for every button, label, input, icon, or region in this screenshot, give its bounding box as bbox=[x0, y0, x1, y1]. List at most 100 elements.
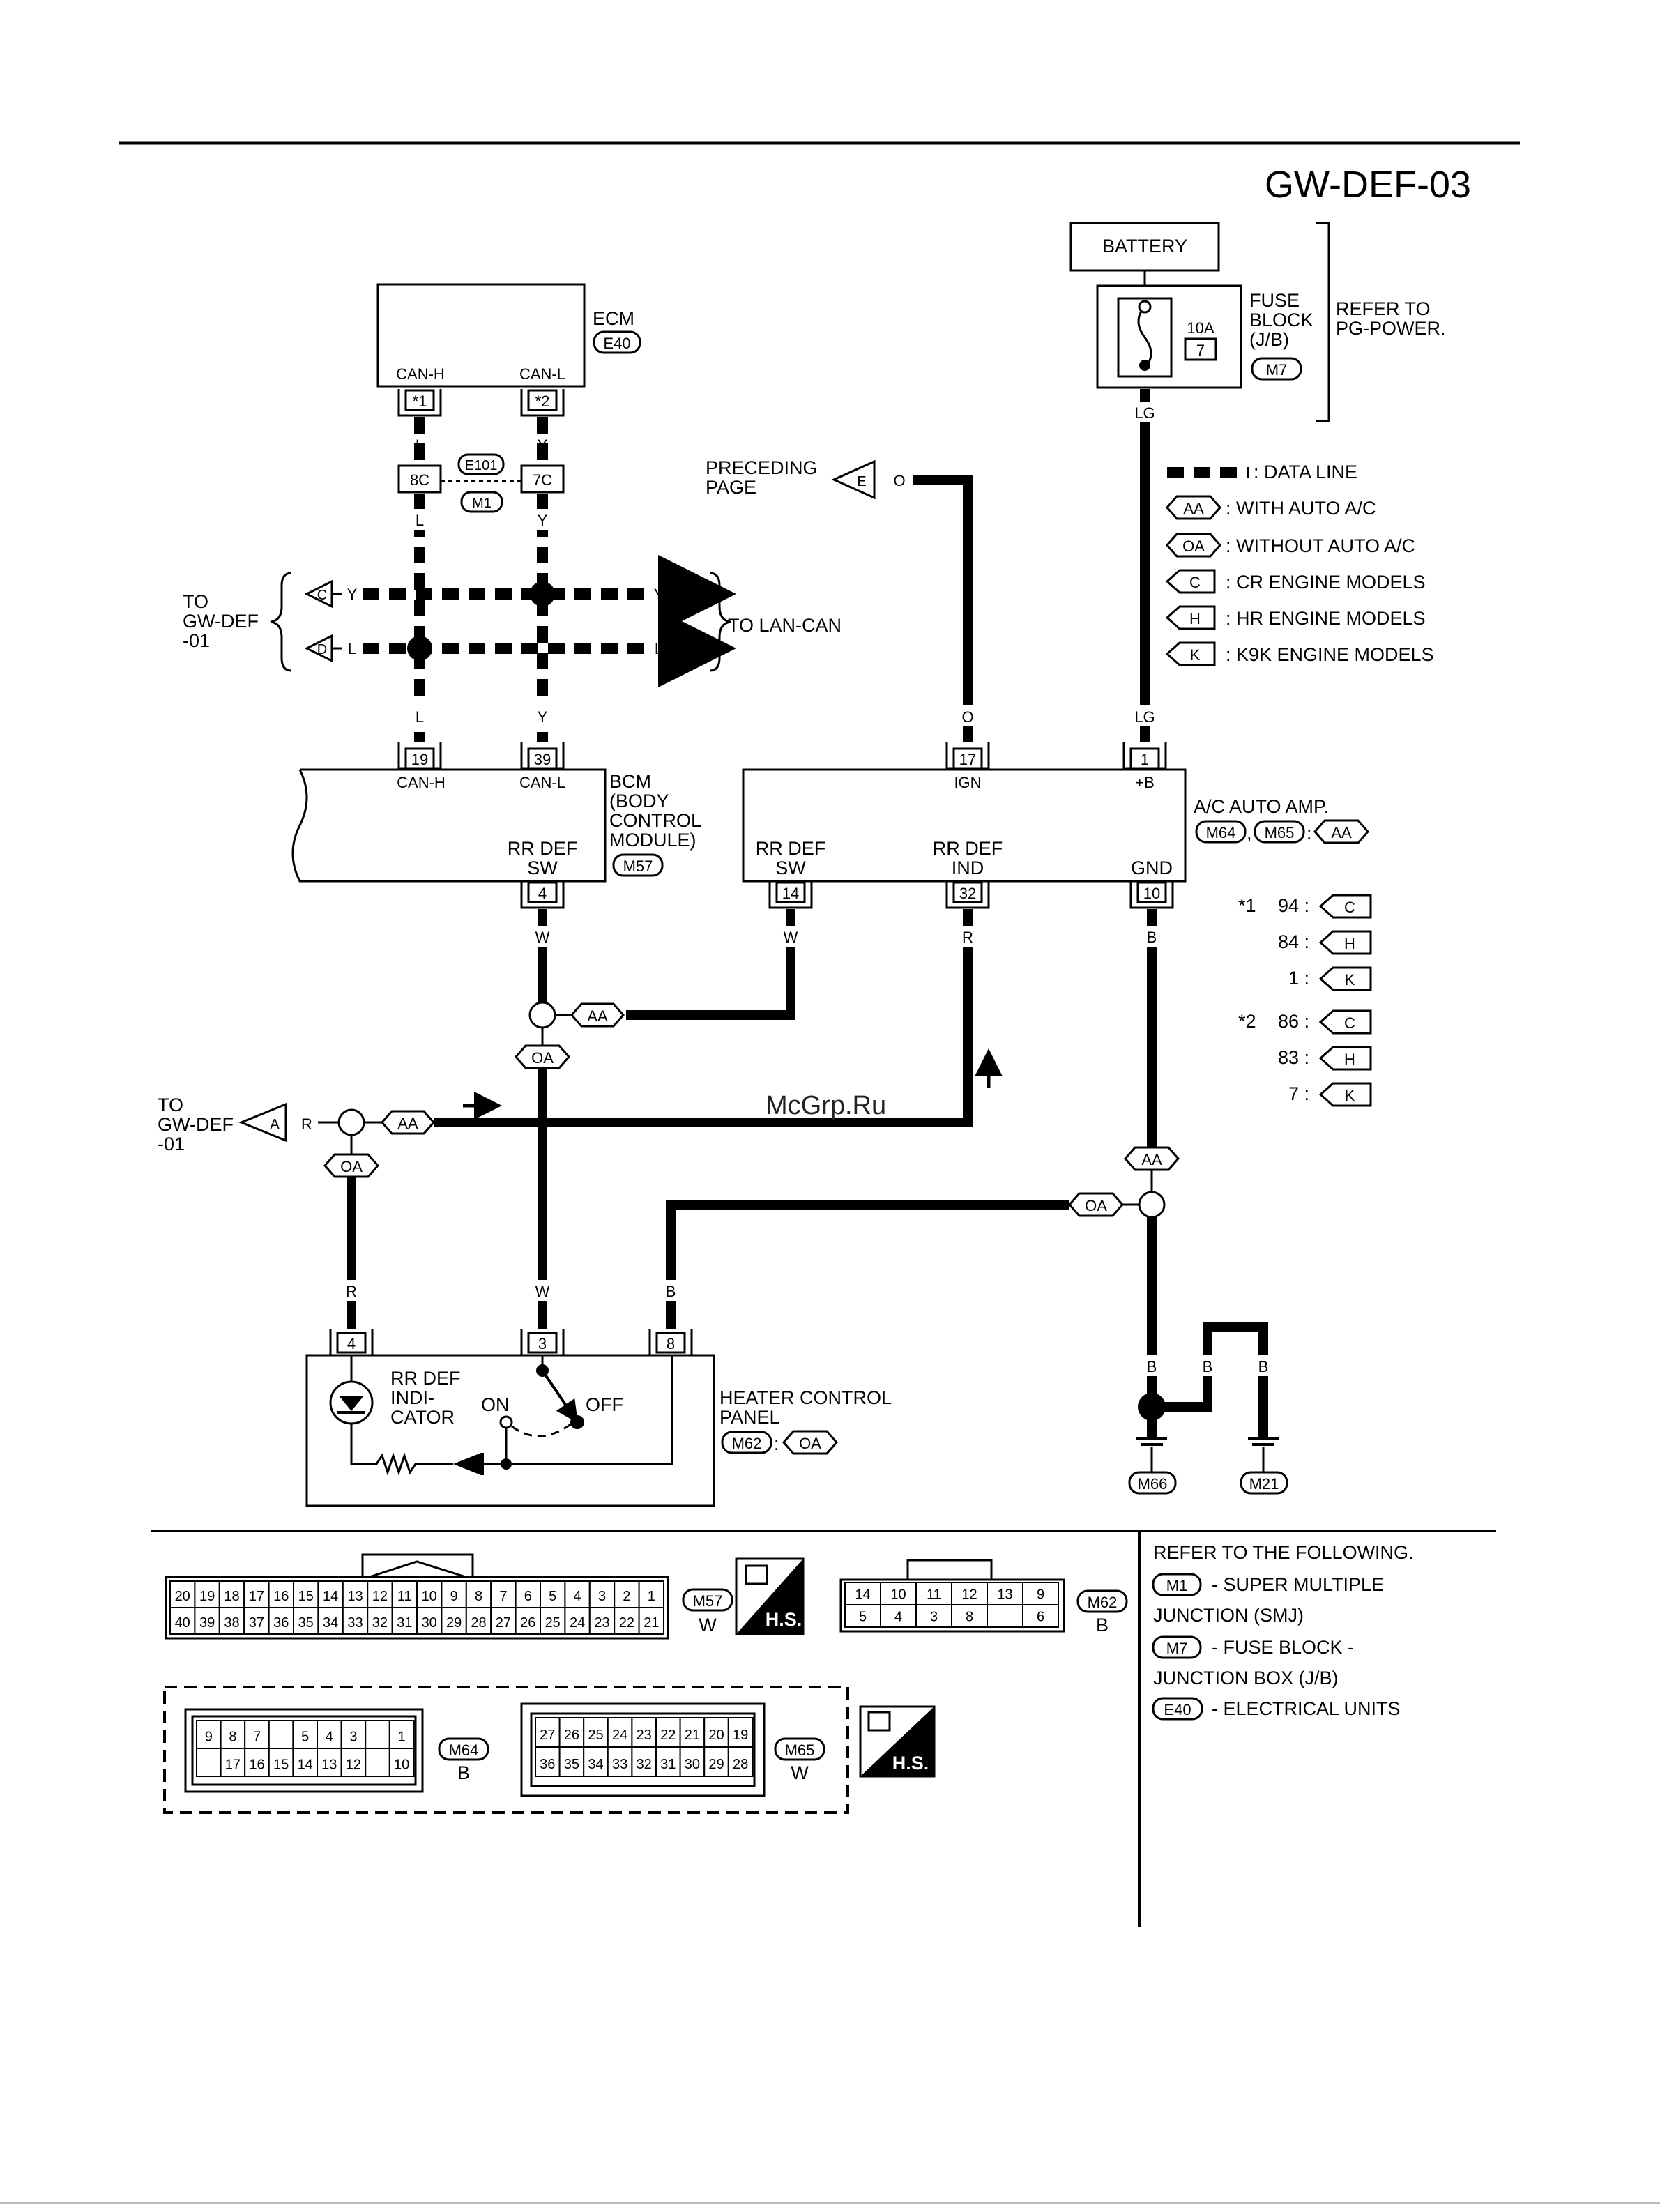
svg-text:14: 14 bbox=[782, 885, 799, 902]
m57-pin-number: 3 bbox=[598, 1589, 606, 1604]
svg-text:W: W bbox=[791, 1762, 809, 1783]
svg-text:*1: *1 bbox=[413, 392, 427, 410]
m57-cavity bbox=[268, 1580, 295, 1608]
heater-pin-3: 3 bbox=[520, 1329, 565, 1357]
m57-cavity bbox=[638, 1580, 664, 1608]
amp-rrdef-sw-2: SW bbox=[775, 857, 806, 878]
m65-pin-number: 36 bbox=[540, 1757, 555, 1772]
svg-text:M64: M64 bbox=[449, 1741, 479, 1759]
svg-text:E40: E40 bbox=[603, 335, 630, 352]
bcm-name-2: (BODY bbox=[609, 791, 669, 811]
m65-cavity bbox=[558, 1717, 585, 1748]
svg-text:: DATA LINE: : DATA LINE bbox=[1254, 462, 1357, 482]
m62-cavity bbox=[987, 1604, 1023, 1628]
amp-rrdef-ind-2: IND bbox=[952, 857, 984, 878]
m64-pin-number: 15 bbox=[273, 1757, 289, 1773]
m57-pin-number: 36 bbox=[273, 1615, 289, 1631]
legend-tag-c: C bbox=[1165, 569, 1216, 594]
connector-m62-tag: M62 B bbox=[1076, 1589, 1128, 1635]
m64-pin-number: 9 bbox=[205, 1730, 213, 1745]
m65-cavity bbox=[558, 1746, 585, 1777]
variant-tag-aa-gnd: AA bbox=[1124, 1146, 1180, 1171]
svg-text:K: K bbox=[1345, 1087, 1355, 1104]
m62-pin-number: 9 bbox=[1037, 1587, 1044, 1603]
svg-text:OA: OA bbox=[1085, 1197, 1107, 1214]
fuse-block-connector-tag: M7 bbox=[1251, 357, 1302, 381]
svg-text:REFER TO THE FOLLOWING.: REFER TO THE FOLLOWING. bbox=[1153, 1542, 1414, 1563]
battery-label: BATTERY bbox=[1102, 236, 1187, 257]
m62-cavity bbox=[915, 1604, 952, 1628]
m57-pin-number: 7 bbox=[499, 1589, 507, 1604]
svg-text:AA: AA bbox=[587, 1007, 608, 1025]
m64-pin-number: 7 bbox=[253, 1730, 261, 1745]
m65-cavity bbox=[727, 1746, 754, 1777]
svg-text:: WITHOUT AUTO A/C: : WITHOUT AUTO A/C bbox=[1226, 535, 1415, 556]
svg-text:M57: M57 bbox=[693, 1592, 723, 1610]
svg-text:C: C bbox=[1344, 1014, 1355, 1032]
splice-can-l bbox=[530, 581, 555, 607]
m57-pin-number: 12 bbox=[372, 1589, 388, 1604]
m57-pin-number: 26 bbox=[520, 1615, 535, 1631]
m57-pin-number: 2 bbox=[623, 1589, 630, 1604]
connector-m64-tag: M64 B bbox=[438, 1737, 489, 1783]
m65-pin-number: 19 bbox=[733, 1727, 748, 1743]
svg-text:W: W bbox=[699, 1615, 717, 1635]
heater-name-1: HEATER CONTROL bbox=[719, 1387, 892, 1408]
m64-pin-number: 4 bbox=[326, 1730, 333, 1745]
joint-pin-8c: 8C bbox=[397, 464, 442, 494]
svg-text:84 :: 84 : bbox=[1278, 931, 1309, 952]
wire-w-amp bbox=[626, 909, 795, 1020]
offpage-tag-e: E bbox=[831, 459, 876, 500]
offpage-tag-a: A bbox=[238, 1102, 287, 1143]
m57-pin-number: 28 bbox=[471, 1615, 486, 1631]
svg-text:3: 3 bbox=[538, 1335, 547, 1352]
m64-pin-number: 8 bbox=[229, 1730, 236, 1745]
m57-pin-number: 10 bbox=[422, 1589, 437, 1604]
m57-pin-number: 29 bbox=[446, 1615, 462, 1631]
bcm-canh-label: CAN-H bbox=[397, 774, 446, 791]
svg-text:M1: M1 bbox=[1166, 1577, 1188, 1594]
refer-power-2: PG-POWER. bbox=[1336, 318, 1446, 339]
m65-pin-number: 34 bbox=[588, 1757, 603, 1772]
svg-text:: CR ENGINE MODELS: : CR ENGINE MODELS bbox=[1226, 572, 1426, 593]
m62-pin-number: 4 bbox=[894, 1610, 902, 1625]
m65-pin-number: 23 bbox=[637, 1727, 652, 1743]
svg-text:7C: 7C bbox=[533, 471, 552, 489]
heater-label-rrdef: RR DEF bbox=[390, 1368, 461, 1389]
refer-power-bracket bbox=[1316, 222, 1330, 422]
wire-label-y4: Y bbox=[347, 586, 358, 603]
wire-label-w3: W bbox=[535, 1283, 550, 1300]
m64-cavity bbox=[388, 1720, 415, 1749]
brace-to-lancan bbox=[709, 572, 731, 672]
amp-pin-14: 14 bbox=[768, 881, 813, 909]
m57-cavity bbox=[588, 1580, 616, 1608]
bcm-pin-4: 4 bbox=[520, 881, 565, 909]
joint-pin-7c: 7C bbox=[520, 464, 565, 494]
m57-pin-number: 6 bbox=[524, 1589, 532, 1604]
m65-cavity bbox=[727, 1717, 754, 1748]
m64-cavity bbox=[365, 1748, 390, 1777]
wire-o bbox=[913, 475, 973, 742]
m65-cavity bbox=[679, 1717, 706, 1748]
svg-text:D: D bbox=[317, 642, 327, 657]
battery-box bbox=[1069, 222, 1220, 272]
svg-text:- ELECTRICAL UNITS: - ELECTRICAL UNITS bbox=[1212, 1698, 1401, 1719]
legend-tag-k: K bbox=[1165, 641, 1216, 666]
m65-pin-number: 27 bbox=[540, 1727, 555, 1743]
m62-pin-number: 5 bbox=[859, 1610, 867, 1625]
wire-label-y1: Y bbox=[538, 436, 548, 454]
m57-pin-number: 38 bbox=[224, 1615, 239, 1631]
m65-pin-number: 29 bbox=[708, 1757, 724, 1772]
m57-pin-number: 24 bbox=[570, 1615, 585, 1631]
heater-label-cator: CATOR bbox=[390, 1407, 455, 1428]
m57-pin-number: 33 bbox=[347, 1615, 363, 1631]
m57-pin-number: 23 bbox=[594, 1615, 609, 1631]
m62-cavity bbox=[844, 1604, 881, 1628]
legend: : DATA LINE AA : WITH AUTO A/C OA : WITH… bbox=[1165, 462, 1434, 666]
m62-pin-number: 3 bbox=[930, 1610, 938, 1625]
variant-tag-oa-r: OA bbox=[323, 1153, 379, 1178]
m57-cavity bbox=[614, 1607, 640, 1635]
m64-cavity bbox=[268, 1720, 294, 1749]
